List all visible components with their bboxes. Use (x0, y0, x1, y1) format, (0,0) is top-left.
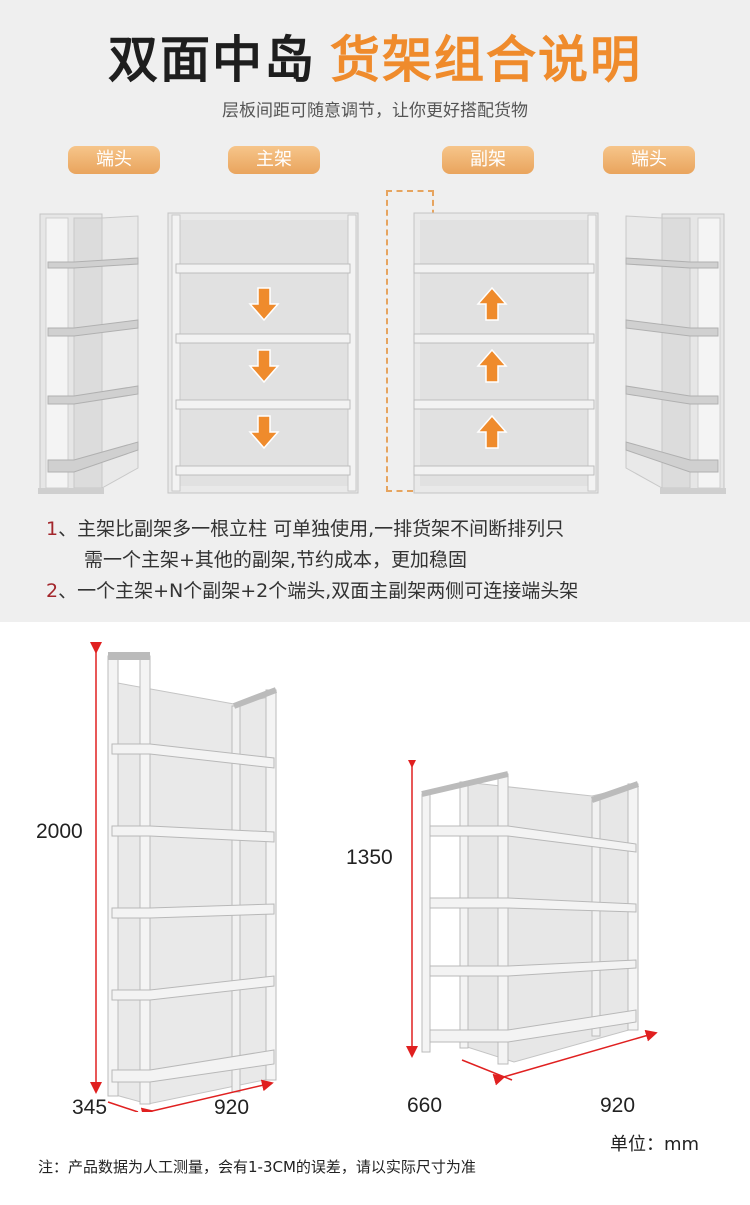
note-1-continued: 需一个主架+其他的副架,节约成本，更加稳固 (84, 545, 467, 572)
end-cap-right-image (625, 213, 726, 494)
note-1-continued-text: 需一个主架+其他的副架,节约成本，更加稳固 (84, 549, 467, 571)
short-height-label: 1350 (346, 846, 393, 869)
footnote: 注：产品数据为人工测量，会有1-3CM的误差，请以实际尺寸为准 (38, 1158, 476, 1176)
combination-section: 双面中岛货架组合说明 层板间距可随意调节，让你更好搭配货物 端头 主架 副架 端… (0, 0, 750, 622)
tag-end-left: 端头 (68, 146, 160, 174)
note-1: 1、主架比副架多一根立柱 可单独使用,一排货架不间断排列只 (46, 514, 564, 541)
title-part2: 货架组合说明 (330, 31, 642, 89)
tag-end-right: 端头 (603, 146, 695, 174)
unit-label: 单位：mm (610, 1134, 700, 1155)
page-subtitle: 层板间距可随意调节，让你更好搭配货物 (222, 101, 528, 121)
short-shelf-image (406, 760, 658, 1086)
note-2: 2、一个主架+N个副架+2个端头,双面主副架两侧可连接端头架 (46, 576, 578, 603)
note-1-text: 、主架比副架多一根立柱 可单独使用,一排货架不间断排列只 (58, 518, 565, 540)
tall-height-label: 2000 (36, 820, 83, 843)
short-width-label: 920 (600, 1094, 636, 1117)
tag-sub-frame: 副架 (442, 146, 534, 174)
page-title: 双面中岛货架组合说明 (0, 20, 750, 92)
tall-width-label: 920 (214, 1096, 250, 1119)
note-2-number: 2 (46, 580, 59, 602)
tall-shelf-image (90, 642, 278, 1112)
short-depth-label: 660 (407, 1094, 443, 1117)
main-frame-image (167, 212, 359, 494)
tall-depth-label: 345 (72, 1096, 108, 1119)
title-part1: 双面中岛 (108, 31, 316, 89)
dimension-section: 2000 345 920 1350 660 920 单位：mm 注：产品数据为人… (0, 622, 750, 1205)
tag-main-frame: 主架 (228, 146, 320, 174)
note-2-text: 、一个主架+N个副架+2个端头,双面主副架两侧可连接端头架 (58, 580, 579, 602)
note-1-number: 1 (46, 518, 59, 540)
end-cap-left-image (38, 213, 139, 494)
sub-frame-image (413, 212, 599, 494)
